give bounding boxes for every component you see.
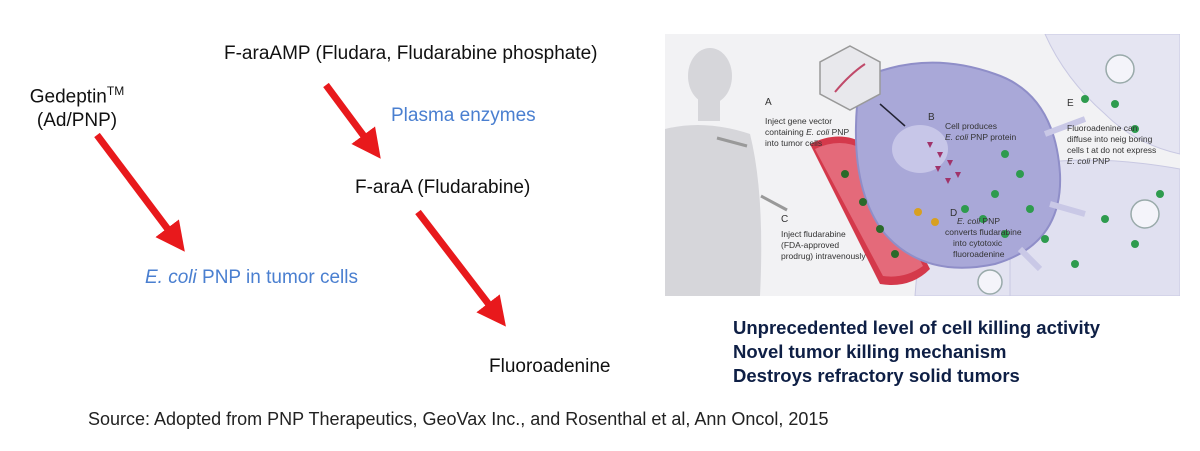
label-b-line1: Cell produces <box>945 121 997 131</box>
label-d: D <box>950 208 957 219</box>
fluoroadenine-label: Fluoroadenine <box>489 356 611 377</box>
label-a-line3: into tumor cells <box>765 138 822 148</box>
label-c-line3: prodrug) intravenously <box>781 251 866 261</box>
vector-entry-arrow <box>879 103 906 127</box>
source-citation: Source: Adopted from PNP Therapeutics, G… <box>88 409 829 429</box>
label-d-line1: E. coli PNP <box>957 216 1000 226</box>
label-d-line4: fluoroadenine <box>953 249 1005 259</box>
gedeptin-subtitle: (Ad/PNP) <box>36 110 118 132</box>
highlights-list: Unprecedented level of cell killing acti… <box>733 316 1100 388</box>
label-c: C <box>781 214 788 225</box>
label-e-line1: Fluoroadenine can <box>1067 123 1138 133</box>
label-a-line2: containing E. coli PNP <box>765 127 849 137</box>
tumor-nucleus <box>892 125 948 173</box>
gedeptin-name: Gedeptin <box>29 86 107 108</box>
label-e-line3: cells t at do not express <box>1067 145 1156 155</box>
ecoli-italic: E. coli <box>145 267 197 288</box>
arrow-faraa-to-fluoroadenine <box>415 209 506 327</box>
arrow-faramp-to-faraa <box>323 82 381 159</box>
label-a-line1: Inject gene vector <box>765 116 832 126</box>
arrow-gedeptin-to-ecoli <box>94 132 185 252</box>
plasma-enzymes-label: Plasma enzymes <box>391 105 536 126</box>
ecoli-rest: PNP in tumor cells <box>196 267 358 288</box>
pnp-protein-markers <box>927 142 961 184</box>
label-e-line4: E. coli PNP <box>1067 156 1110 166</box>
highlight-item: Unprecedented level of cell killing acti… <box>733 317 1101 338</box>
faramp-label: F-araAMP (Fludara, Fludarabine phosphate… <box>224 43 598 64</box>
faraa-label: F-araA (Fludarabine) <box>355 177 531 198</box>
label-c-line2: (FDA-approved <box>781 240 839 250</box>
gene-vector-virus <box>819 45 881 111</box>
fludarabine-particles <box>841 170 939 258</box>
label-a: A <box>765 97 772 108</box>
label-b: B <box>928 112 935 123</box>
label-e: E <box>1067 98 1074 109</box>
highlight-item: Destroys refractory solid tumors <box>733 365 1020 386</box>
label-e-line2: diffuse into neig boring <box>1067 134 1153 144</box>
neighbor-nuclei <box>977 54 1160 295</box>
virus-dna <box>834 63 866 93</box>
ecoli-pnp-label: E. coli PNP in tumor cells <box>145 267 358 289</box>
arrows-layer <box>94 82 506 327</box>
label-b-line2: E. coli PNP protein <box>945 132 1016 142</box>
mechanism-illustration: A Inject gene vector containing E. coli … <box>665 34 1180 296</box>
tumor-cell <box>854 61 1062 269</box>
neighbor-cell-top <box>1044 34 1180 155</box>
label-d-line2: converts fludarabine <box>945 227 1022 237</box>
syringe-c <box>760 194 788 212</box>
label-c-line1: Inject fludarabine <box>781 229 846 239</box>
diffusion-arrows <box>1017 116 1087 272</box>
highlight-item: Novel tumor killing mechanism <box>733 341 1007 362</box>
label-d-line3: into cytotoxic <box>953 238 1003 248</box>
fluoroadenine-particles <box>961 95 1164 268</box>
patient-silhouette <box>665 48 762 296</box>
syringe-a <box>716 136 748 148</box>
gedeptin-label: GedeptinTM (Ad/PNP) <box>22 79 132 133</box>
trademark-mark: TM <box>106 84 125 98</box>
